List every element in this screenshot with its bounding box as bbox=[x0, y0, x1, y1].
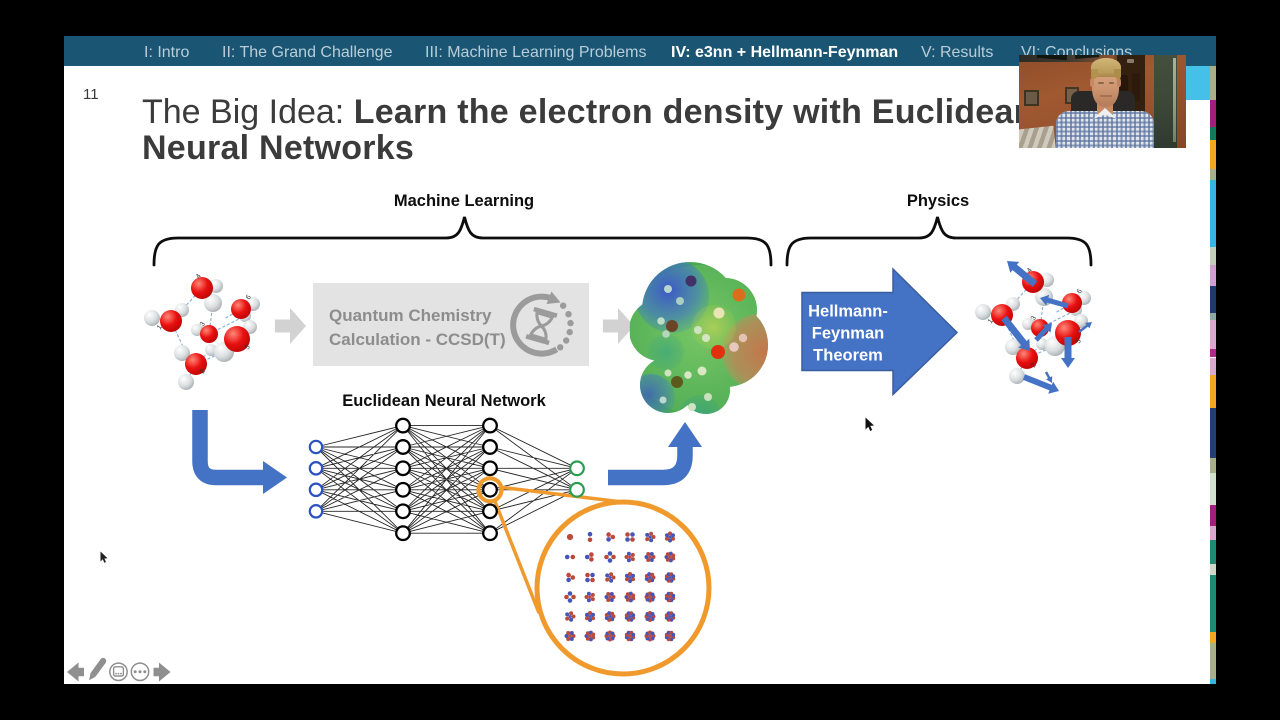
svg-text:Physics: Physics bbox=[907, 192, 969, 210]
svg-text:Theorem: Theorem bbox=[813, 347, 883, 365]
svg-text:Quantum Chemistry: Quantum Chemistry bbox=[329, 306, 492, 325]
svg-text:Feynman: Feynman bbox=[812, 325, 884, 343]
svg-text:Machine Learning: Machine Learning bbox=[394, 192, 534, 210]
svg-text:Euclidean Neural Network: Euclidean Neural Network bbox=[342, 392, 546, 410]
svg-text:Calculation - CCSD(T): Calculation - CCSD(T) bbox=[329, 330, 506, 349]
svg-text:Hellmann-: Hellmann- bbox=[808, 303, 888, 321]
